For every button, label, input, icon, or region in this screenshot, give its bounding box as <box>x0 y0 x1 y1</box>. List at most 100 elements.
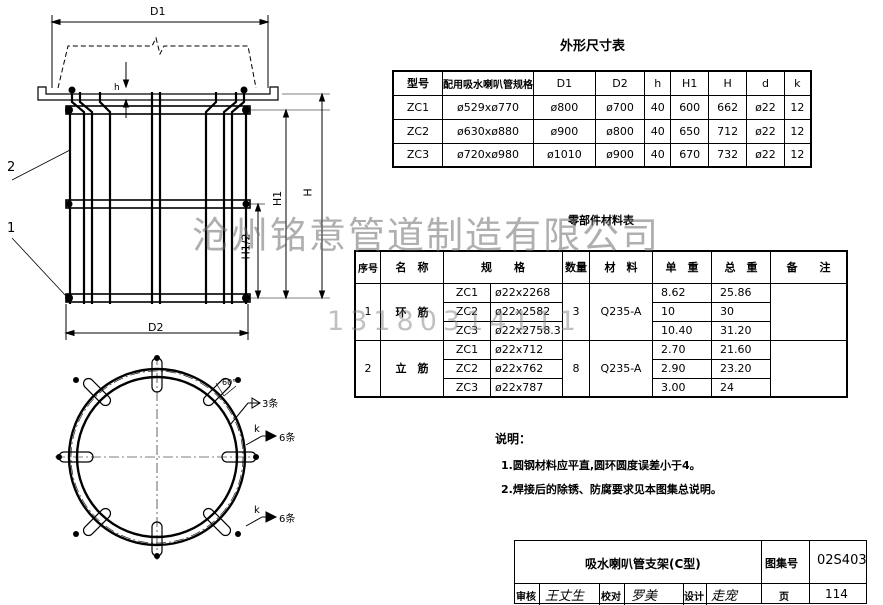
dimension-h-total-label: H <box>301 188 315 197</box>
parts-cell: 立 筋 <box>380 339 444 398</box>
parts-cell: 30 <box>711 301 771 322</box>
dims-cell: ø900 <box>533 118 596 144</box>
dims-cell: ø720xø980 <box>442 142 534 168</box>
parts-cell: 24 <box>711 377 771 398</box>
check-label: 校对 <box>601 592 621 603</box>
company-watermark: 沧州铭意管道制造有限公司 <box>192 214 660 257</box>
parts-header: 备 注 <box>770 250 848 284</box>
dims-cell: ø630xø880 <box>442 118 534 144</box>
review-label: 审核 <box>516 592 536 603</box>
page-label: 页 <box>779 592 789 603</box>
dims-header: H1 <box>670 70 710 96</box>
designer-signature: 走宠 <box>711 589 738 604</box>
note-item: 1.圆钢材料应平直,圆环圆度误差小于4。 <box>501 459 701 472</box>
phone-watermark: 13180314111 <box>327 306 582 337</box>
parts-header: 名 称 <box>380 250 444 284</box>
dims-cell: ø700 <box>594 94 646 120</box>
dims-header: 型号 <box>392 70 443 96</box>
atlas-number: 02S403 <box>817 553 867 568</box>
parts-cell: ø22x787 <box>490 377 563 398</box>
parts-cell: 10 <box>652 301 712 322</box>
parts-cell: 10.40 <box>652 320 712 341</box>
dimension-d2-label: D2 <box>148 321 164 334</box>
atlas-label: 图集号 <box>765 557 798 570</box>
dims-cell: ø1010 <box>533 142 596 168</box>
parts-cell: 31.20 <box>711 320 771 341</box>
part-1-callout: 1 <box>7 221 16 236</box>
dims-cell: ZC3 <box>392 142 443 168</box>
parts-cell: 25.86 <box>711 282 771 303</box>
parts-cell <box>770 282 848 341</box>
dims-cell: 12 <box>783 94 812 120</box>
dims-header: D1 <box>533 70 596 96</box>
dims-cell: 40 <box>644 118 672 144</box>
dimension-h-label: h <box>114 83 120 93</box>
dims-cell: ZC2 <box>392 118 443 144</box>
drawing-name: 吸水喇叭管支架(C型) <box>585 557 701 571</box>
dims-cell: 40 <box>644 94 672 120</box>
page-number: 114 <box>825 587 848 601</box>
parts-cell: ZC3 <box>443 377 491 398</box>
dims-cell: ø529xø770 <box>442 94 534 120</box>
parts-cell: ø22x762 <box>490 358 563 379</box>
dims-cell: ZC1 <box>392 94 443 120</box>
parts-cell: 2.70 <box>652 339 712 360</box>
checker-signature: 罗美 <box>631 589 658 604</box>
dims-cell: ø22 <box>746 94 785 120</box>
dims-cell: 732 <box>708 142 748 168</box>
dims-table-title: 外形尺寸表 <box>560 39 626 54</box>
dims-header: h <box>644 70 672 96</box>
parts-cell <box>770 339 848 398</box>
parts-cell: ZC2 <box>443 358 491 379</box>
weld-note-3: 6条 <box>279 514 296 525</box>
dimension-h1-label: H1 <box>271 190 285 207</box>
weld-note-1: 3条 <box>262 399 279 410</box>
parts-table-title: 零部件材料表 <box>568 214 634 227</box>
parts-header: 单 重 <box>652 250 712 284</box>
dims-cell: 650 <box>670 118 710 144</box>
dims-cell: ø800 <box>594 118 646 144</box>
parts-cell: ZC1 <box>443 282 491 303</box>
parts-cell: 2.90 <box>652 358 712 379</box>
dims-cell: 40 <box>644 142 672 168</box>
angle-label: 60° <box>222 378 237 387</box>
parts-cell: 21.60 <box>711 339 771 360</box>
dims-cell: ø900 <box>594 142 646 168</box>
dims-header: d <box>746 70 785 96</box>
dims-cell: 12 <box>783 142 812 168</box>
reviewer-signature: 王丈生 <box>545 589 585 604</box>
notes-heading: 说明： <box>495 432 532 446</box>
dims-cell: ø22 <box>746 118 785 144</box>
parts-cell: 3.00 <box>652 377 712 398</box>
parts-cell: 环 筋 <box>380 282 444 341</box>
parts-cell: Q235-A <box>589 282 653 341</box>
dims-cell: ø800 <box>533 94 596 120</box>
dimension-d1-label: D1 <box>150 5 166 18</box>
weld-k-label-1: k <box>254 424 260 435</box>
dims-cell: 662 <box>708 94 748 120</box>
title-block: 吸水喇叭管支架(C型) 图集号 02S403 审核 王丈生 校对 罗美 设计 走… <box>514 540 867 605</box>
dims-cell: 600 <box>670 94 710 120</box>
dims-cell: 12 <box>783 118 812 144</box>
dims-header: 配用吸水喇叭管规格 <box>442 70 534 96</box>
parts-cell: 2 <box>354 339 381 398</box>
parts-cell: 8 <box>562 339 590 398</box>
parts-cell: 8.62 <box>652 282 712 303</box>
dims-table: 型号 配用吸水喇叭管规格 D1 D2 h H1 H d k ZC1 ø529xø… <box>392 70 812 168</box>
dims-cell: ø22 <box>746 142 785 168</box>
part-2-callout: 2 <box>7 160 16 175</box>
parts-cell: 23.20 <box>711 358 771 379</box>
parts-cell: ø22x2758.3 <box>490 320 563 341</box>
dims-cell: 712 <box>708 118 748 144</box>
parts-cell: ø22x2268 <box>490 282 563 303</box>
parts-cell: ZC1 <box>443 339 491 360</box>
dims-header: H <box>708 70 748 96</box>
parts-cell: ø22x2582 <box>490 301 563 322</box>
parts-cell: 3 <box>562 282 590 341</box>
parts-cell: Q235-A <box>589 339 653 398</box>
dims-cell: 670 <box>670 142 710 168</box>
dims-header: D2 <box>594 70 646 96</box>
note-item: 2.焊接后的除锈、防腐要求见本图集总说明。 <box>501 483 722 496</box>
parts-header: 总 重 <box>711 250 771 284</box>
